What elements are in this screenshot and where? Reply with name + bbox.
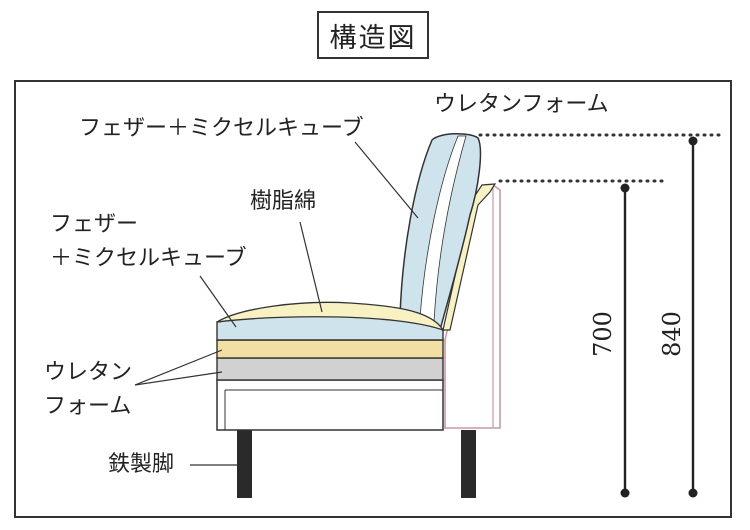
seat-urethane-gray [216, 357, 444, 381]
leader-seat-feather [199, 275, 237, 328]
label-back-urethane: ウレタンフォーム [434, 92, 609, 117]
dimension-840-bottom-dot [688, 488, 698, 498]
label-legs: 鉄製脚 [108, 452, 175, 477]
rear-leg [461, 430, 476, 498]
dimension-840-top-dot [688, 136, 698, 146]
dimension-700-bottom-dot [620, 488, 630, 498]
leader-back-feather [354, 141, 419, 219]
diagram-frame [14, 80, 732, 518]
seat-urethane-yellow [216, 339, 444, 359]
back-cushion-stripe [419, 135, 467, 323]
label-resin-cotton: 樹脂綿 [250, 189, 317, 214]
dimension-label-840: 840 [657, 311, 686, 357]
leader-urethane-1 [134, 349, 223, 386]
dimension-700-top-dot [620, 183, 630, 193]
leader-resin-cotton [299, 221, 323, 313]
label-seat-feather: フェザー ＋ミクセルキューブ [50, 212, 247, 271]
label-back-feather: フェザー＋ミクセルキューブ [79, 116, 364, 141]
diagram-title-box: 構造図 [317, 11, 429, 59]
leader-urethane-2 [134, 371, 223, 386]
label-seat-urethane: ウレタン フォーム [44, 360, 133, 419]
dimension-label-700: 700 [588, 311, 617, 357]
seat-resin-cotton-layer [216, 301, 445, 332]
diagram-title: 構造図 [329, 22, 417, 54]
front-leg [237, 430, 252, 498]
seat-base-frame [216, 379, 444, 431]
